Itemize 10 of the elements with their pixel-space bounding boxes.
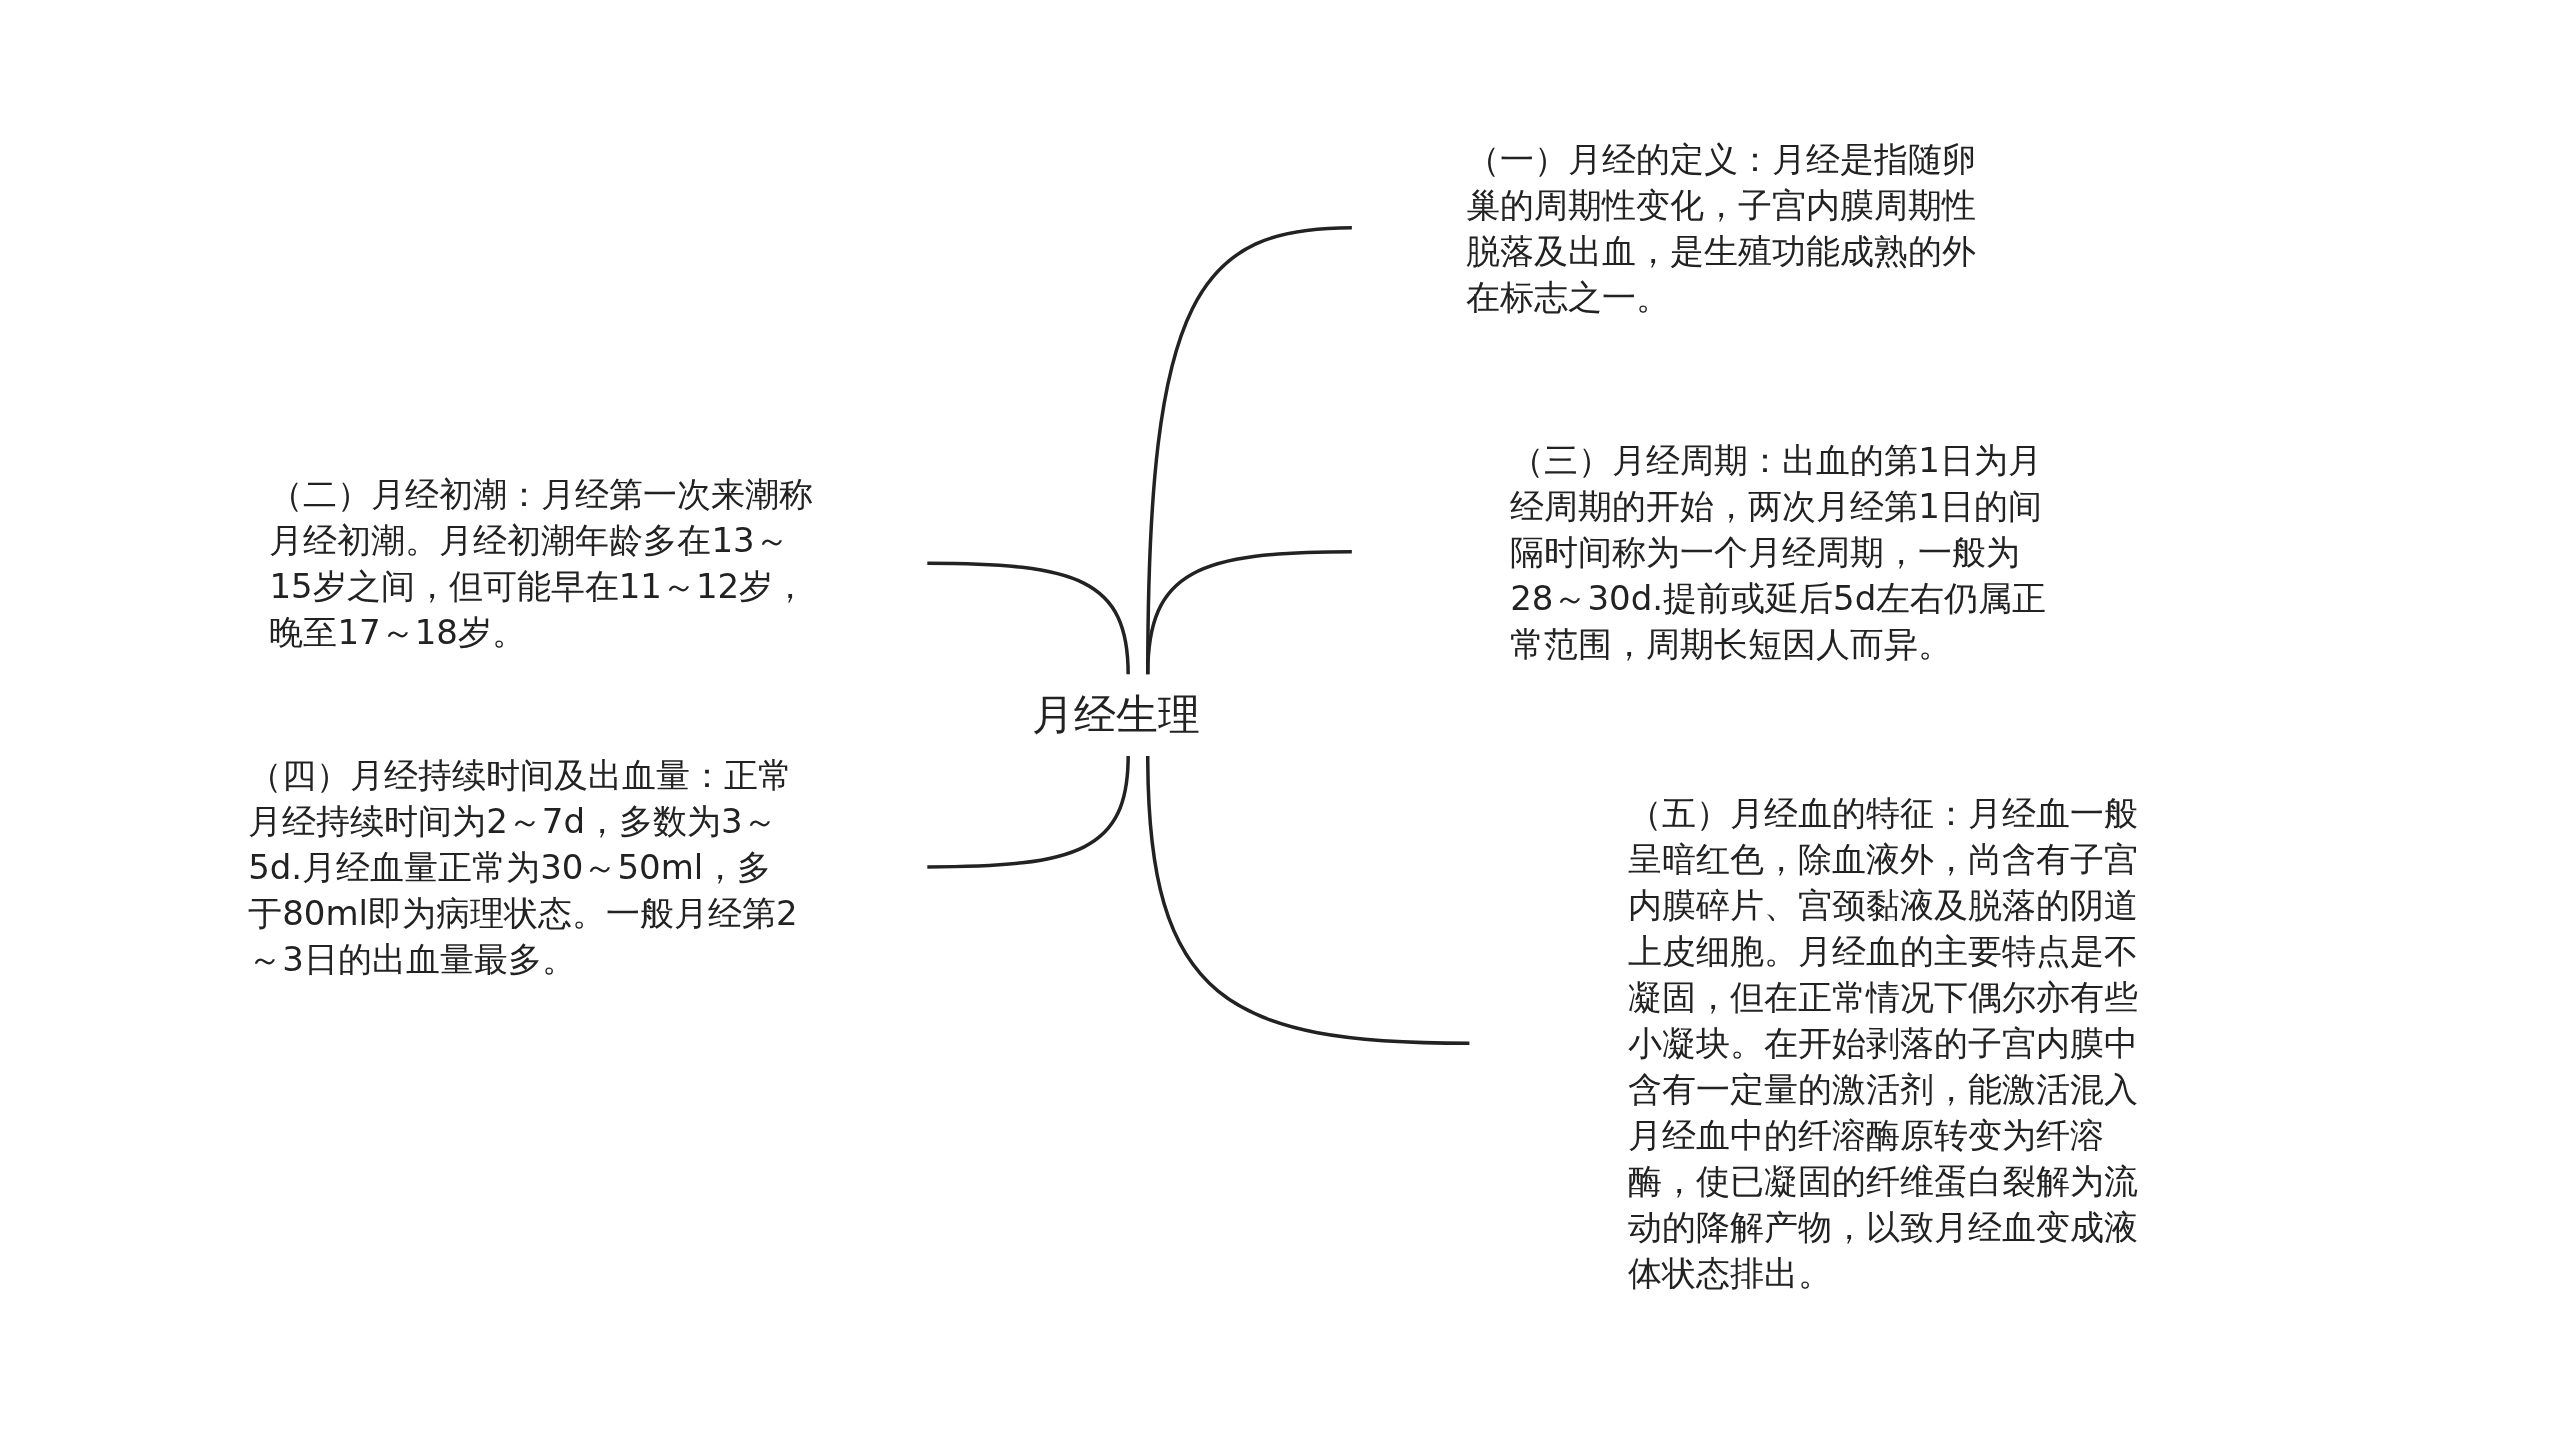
topic-text: （五）月经血的特征：月经血一般呈暗红色，除血液外，尚含有子宫内膜碎片、宫颈黏液及脱落的阴道上皮细胞。月经血的主要特点是不凝固，但在正常情况下偶尔亦有些小凝块。在开始剥落的子宫内膜中含有一定量的激活剂，能激活混入月经血中的纤溶酶原转变为纤溶酶，使已凝固的纤维蛋白裂解为流动的降解产物，以致月经血变成液体状态排出。 — [1627, 792, 2139, 1296]
central-topic: 月经生理 — [1031, 689, 1201, 742]
branch-line — [927, 561, 1130, 675]
branch-line — [1146, 550, 1352, 675]
topic-text: （二）月经初潮：月经第一次来潮称月经初潮。月经初潮年龄多在13～15岁之间，但可能早在11～12岁，晚至17～18岁。 — [269, 473, 815, 655]
branch-line — [1146, 755, 1470, 1045]
topic-text: （一）月经的定义：月经是指随卵巢的周期性变化，子宫内膜周期性脱落及出血，是生殖功能成熟的外在标志之一。 — [1466, 137, 1978, 319]
topic-text: （四）月经持续时间及出血量：正常月经持续时间为2～7d，多数为3～5d.月经血量正常为30～50ml，多于80ml即为病理状态。一般月经第2～3日的出血量最多。 — [248, 753, 799, 981]
branch-line — [927, 755, 1130, 869]
topic-text: （三）月经周期：出血的第1日为月经周期的开始，两次月经第1日的间隔时间称为一个月经周期，一般为28～30d.提前或延后5d左右仍属正常范围，周期长短因人而异。 — [1510, 438, 2048, 666]
